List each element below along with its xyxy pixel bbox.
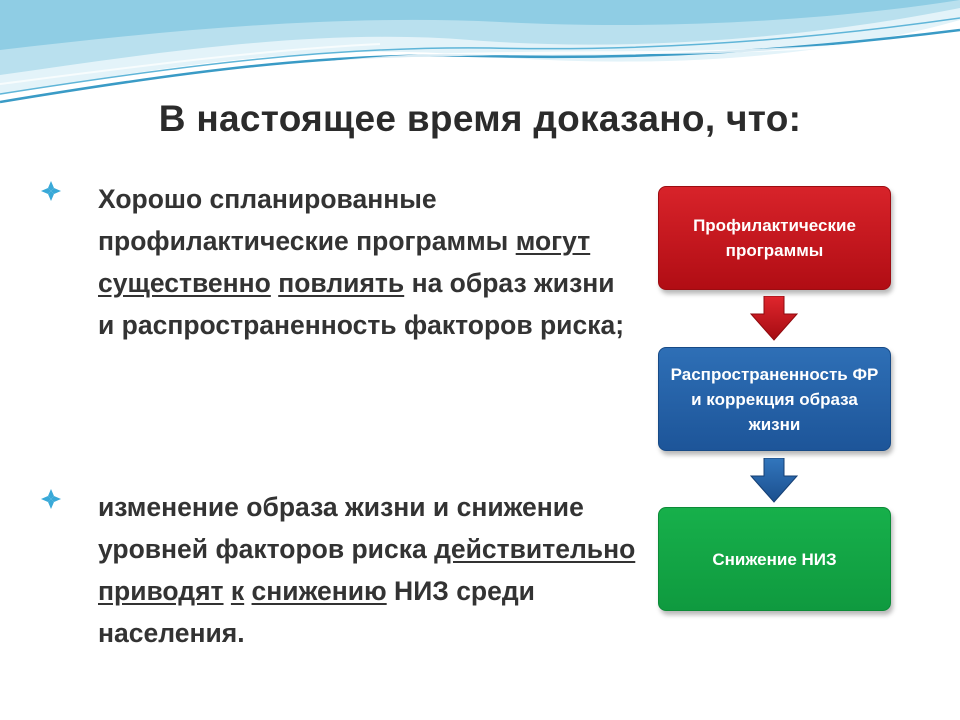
text-segment: на образ жизни и распространенность факт… [98,268,625,340]
flow-box-risk-factors: Распространенность ФР и коррекция образа… [658,347,891,451]
underlined-text: действительно [434,534,636,564]
flow-box-ncd-reduction: Снижение НИЗ [658,507,891,611]
underlined-text: существенно [98,268,271,298]
wave-header-decoration [0,0,960,104]
flow-box-label: Снижение НИЗ [712,549,837,569]
flow-box-prevention-programs: Профилактические программы [658,186,891,290]
bullet-text: Хорошо спланированные профилактические п… [98,178,638,346]
diamond-bullet-icon [41,489,61,509]
text-segment: Хорошо спланированные профилактические п… [98,184,516,256]
underlined-text: повлиять [278,268,405,298]
underlined-text: приводят [98,576,224,606]
text-segment [224,576,231,606]
text-segment: изменение образа жизни и снижение уровне… [98,492,584,564]
down-arrow-icon [749,296,799,341]
flow-box-label: Распространенность ФР и коррекция образа… [670,364,879,434]
down-arrow-icon [749,458,799,503]
text-segment [244,576,251,606]
underlined-text: к [230,576,245,606]
flow-box-label: Профилактические программы [693,216,856,260]
underlined-text: могут [515,226,591,256]
underlined-text: снижению [251,576,387,606]
bullet-text: изменение образа жизни и снижение уровне… [98,486,638,654]
text-segment: НИЗ среди населения. [98,576,535,648]
diamond-bullet-icon [41,181,61,201]
slide-title: В настоящее время доказано, что: [158,98,802,139]
